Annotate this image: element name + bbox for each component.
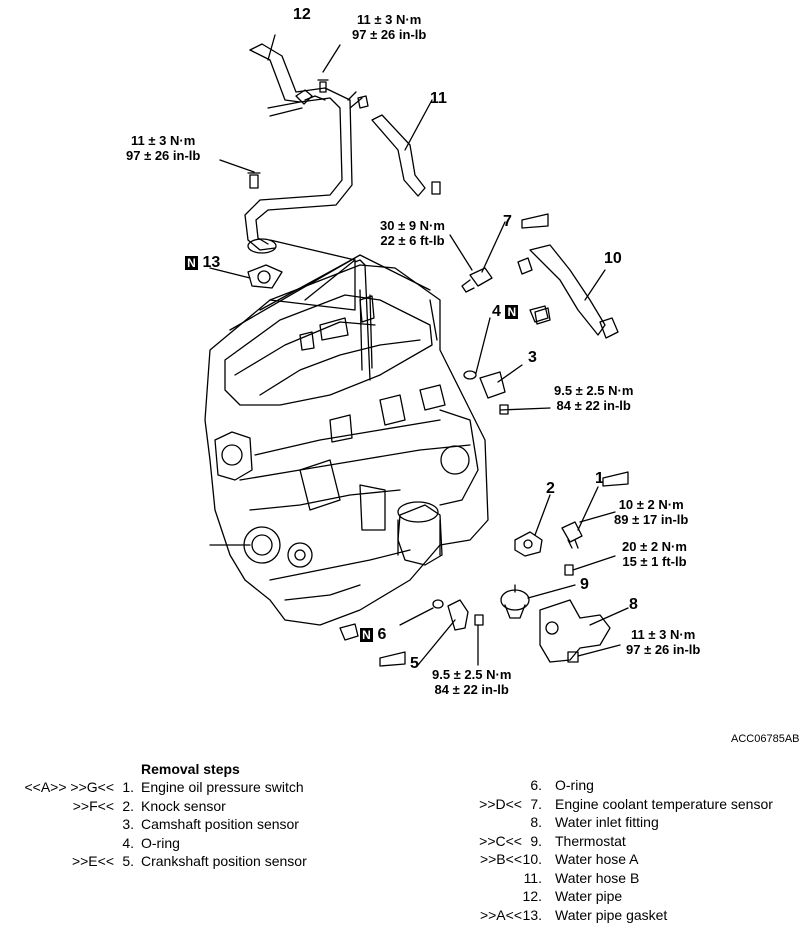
water-pipe-gasket-part: [209, 264, 283, 289]
torque-sensor-3: 9.5 ± 2.5 N·m 84 ± 22 in-lb: [554, 383, 634, 413]
removal-step-row: 6. O-ring: [400, 776, 808, 795]
torque-switch-1: 10 ± 2 N·m 89 ± 17 in-lb: [614, 497, 689, 527]
step-number: 13.: [522, 906, 542, 923]
step-text: Crankshaft position sensor: [141, 853, 307, 869]
callout-12: 12: [293, 6, 311, 23]
step-number: 7.: [530, 795, 542, 812]
callout-9: 9: [580, 576, 589, 593]
callout-10: 10: [604, 250, 622, 267]
step-number: 5.: [122, 853, 134, 869]
callout-11: 11: [430, 90, 447, 107]
camshaft-sensor-part: [463, 305, 551, 415]
step-text: Water hose B: [555, 869, 640, 886]
removal-step-row: >>C<< 9. Thermostat: [400, 832, 808, 851]
callout-1: 1: [595, 470, 604, 487]
callout-2: 2: [546, 480, 555, 497]
bolt-left: [219, 159, 261, 189]
step-text: Thermostat: [555, 832, 626, 849]
crankshaft-sensor-part: [379, 599, 484, 667]
step-number: 10.: [522, 851, 542, 867]
step-number: 12.: [522, 888, 542, 904]
removal-step-row: 3. Camshaft position sensor: [0, 815, 400, 834]
step-text: Camshaft position sensor: [141, 816, 299, 832]
step-text: Water inlet fitting: [555, 814, 659, 830]
step-text: Water pipe: [555, 888, 623, 904]
removal-step-row: <<A>> >>G<< 1. Engine oil pressure switch: [0, 778, 400, 797]
engine-block: [204, 254, 489, 626]
step-code: >>A<<: [479, 906, 522, 923]
torque-thermostat-9: 20 ± 2 N·m 15 ± 1 ft-lb: [622, 539, 687, 569]
step-text: Water hose A: [555, 851, 639, 867]
step-text: Engine coolant temperature sensor: [555, 795, 773, 812]
step-code: >>F<<: [72, 797, 114, 814]
figure-reference: ACC06785AB: [731, 733, 800, 745]
step-text: Knock sensor: [141, 797, 226, 814]
step-number: 1.: [122, 779, 134, 795]
step-number: 3.: [122, 816, 134, 832]
callout-6: N 6: [360, 626, 386, 644]
step-text: O-ring: [555, 777, 594, 793]
bolt-top: [317, 44, 341, 93]
step-code: >>D<<: [479, 795, 522, 812]
n-mark-icon: N: [185, 255, 198, 270]
water-hose-b-part: [347, 91, 441, 197]
callout-13: N 13: [185, 254, 220, 272]
removal-step-row: 8. Water inlet fitting: [400, 813, 808, 832]
removal-step-row: 11. Water hose B: [400, 869, 808, 888]
callout-4: 4 N: [492, 303, 519, 321]
step-number: 11.: [523, 869, 542, 886]
n-mark-icon: N: [505, 304, 519, 319]
water-pipe-part: [244, 43, 353, 254]
removal-steps-left: Removal steps <<A>> >>G<< 1. Engine oil pr…: [0, 760, 400, 871]
n-mark-icon: N: [360, 627, 373, 642]
callout-7: 7: [503, 213, 512, 230]
exploded-engine-diagram: [204, 34, 629, 667]
step-number: 9.: [530, 832, 542, 849]
callout-5: 5: [410, 655, 419, 672]
torque-top: 11 ± 3 N·m 97 ± 26 in-lb: [352, 12, 427, 42]
step-number: 2.: [122, 797, 134, 814]
removal-step-row: 12. Water pipe: [400, 887, 808, 906]
removal-steps-title: Removal steps: [141, 761, 240, 777]
removal-step-row: >>A<<13. Water pipe gasket: [400, 906, 808, 925]
thermostat-part: [500, 584, 576, 619]
callout-8: 8: [629, 596, 638, 613]
removal-step-row: 4. O-ring: [0, 834, 400, 853]
step-text: Water pipe gasket: [555, 906, 668, 923]
callout-3: 3: [528, 349, 537, 366]
step-code: <<A>> >>G<<: [24, 779, 114, 795]
step-number: 6.: [530, 777, 542, 793]
removal-step-row: >>B<<10. Water hose A: [400, 850, 808, 869]
removal-steps-right: 6. O-ring >>D<< 7. Engine coolant temperatur…: [400, 776, 808, 924]
step-number: 4.: [122, 834, 134, 851]
step-number: 8.: [530, 814, 542, 830]
coolant-temp-sensor-part: [449, 213, 549, 293]
torque-sensor-7: 30 ± 9 N·m 22 ± 6 ft-lb: [380, 218, 445, 248]
step-code: >>E<<: [71, 853, 114, 869]
removal-step-row: >>F<< 2. Knock sensor: [0, 797, 400, 816]
removal-step-row: >>E<< 5. Crankshaft position sensor: [0, 852, 400, 871]
oil-pressure-switch-part: [561, 471, 629, 549]
step-code: >>B<<: [479, 851, 522, 867]
step-text: O-ring: [141, 834, 180, 851]
knock-sensor-part: [514, 494, 551, 557]
torque-sensor-5: 9.5 ± 2.5 N·m 84 ± 22 in-lb: [432, 667, 512, 697]
removal-step-row: >>D<< 7. Engine coolant temperature sensor: [400, 795, 808, 814]
water-hose-a-part: [517, 244, 619, 339]
torque-left: 11 ± 3 N·m 97 ± 26 in-lb: [126, 133, 201, 163]
step-text: Engine oil pressure switch: [141, 779, 304, 795]
water-inlet-fitting-part: [539, 599, 629, 663]
torque-fitting-8: 11 ± 3 N·m 97 ± 26 in-lb: [626, 627, 701, 657]
step-code: >>C<<: [479, 832, 522, 849]
